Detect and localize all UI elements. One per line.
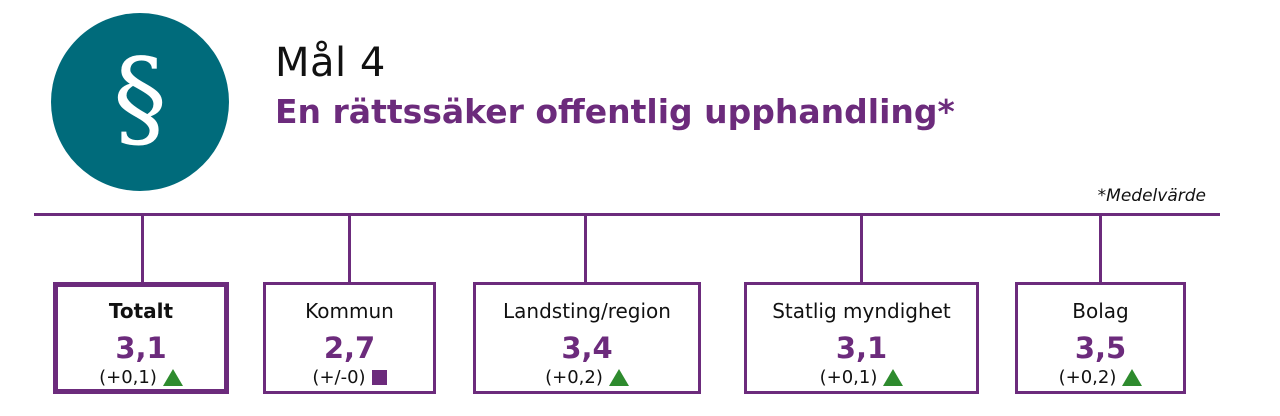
box-change-row: (+0,2)	[1018, 367, 1183, 388]
box-value: 3,5	[1074, 331, 1127, 365]
box-label: Landsting/region	[503, 299, 671, 323]
box-value: 3,4	[561, 331, 613, 365]
up-triangle-icon	[162, 369, 183, 386]
box-change: (+0,2)	[1058, 367, 1117, 388]
goal-title: En rättssäker offentlig upphandling*	[275, 92, 955, 131]
paragraph-icon: §	[51, 13, 229, 191]
connector-line-statlig	[860, 215, 863, 283]
box-change-row: (+0,1)	[747, 367, 976, 388]
up-triangle-icon	[608, 369, 629, 386]
box-label: Totalt	[108, 299, 174, 323]
connector-horizontal-line	[34, 213, 1220, 216]
box-change: (+/-0)	[312, 367, 366, 388]
up-triangle-icon	[883, 369, 904, 386]
box-label: Statlig myndighet	[772, 299, 951, 323]
box-change: (+0,2)	[545, 367, 603, 388]
box-change-row: (+/-0)	[266, 367, 433, 388]
box-statlig-myndighet: Statlig myndighet 3,1 (+0,1)	[744, 282, 979, 394]
box-change: (+0,1)	[99, 367, 157, 388]
box-landsting-region: Landsting/region 3,4 (+0,2)	[473, 282, 701, 394]
connector-line-kommun	[348, 215, 351, 283]
box-label: Bolag	[1072, 299, 1129, 323]
box-change-row: (+0,1)	[58, 367, 224, 388]
box-value: 2,7	[323, 331, 376, 365]
box-bolag: Bolag 3,5 (+0,2)	[1015, 282, 1186, 394]
box-change: (+0,1)	[819, 367, 878, 388]
box-totalt: Totalt 3,1 (+0,1)	[53, 282, 229, 394]
average-note: *Medelvärde	[1097, 186, 1206, 206]
up-triangle-icon	[1122, 369, 1143, 386]
square-icon	[371, 370, 387, 385]
goal-label: Mål 4	[275, 40, 386, 86]
connector-line-bolag	[1099, 215, 1102, 283]
paragraph-symbol: §	[113, 36, 167, 161]
box-value: 3,1	[835, 331, 888, 365]
connector-line-landsting	[584, 215, 587, 283]
box-kommun: Kommun 2,7 (+/-0)	[263, 282, 436, 394]
box-value: 3,1	[115, 331, 167, 365]
connector-line-totalt	[141, 215, 144, 283]
box-change-row: (+0,2)	[476, 367, 698, 388]
box-label: Kommun	[305, 299, 394, 323]
